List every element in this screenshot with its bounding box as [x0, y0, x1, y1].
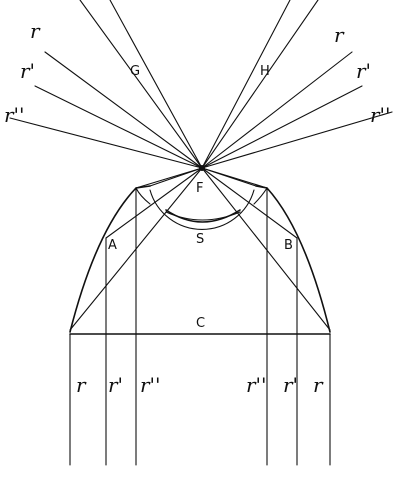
label-g: G	[130, 64, 140, 79]
label-h: H	[260, 64, 270, 79]
ray-line-h	[201, 0, 291, 169]
ray-label-bottom-3: r''	[140, 373, 161, 397]
ray-label-upper-left-r1: r'	[20, 59, 35, 83]
ray-label-bottom-6: r	[313, 373, 324, 397]
label-f: F	[196, 181, 203, 196]
reflector-left-wall	[69, 185, 151, 333]
sphere-arc-hatch	[165, 211, 241, 221]
ray-line	[105, 167, 203, 239]
ray-label-upper-right-r: r	[334, 23, 345, 47]
label-c: C	[196, 316, 205, 331]
reflector-left-lip	[135, 187, 151, 205]
ray-label-bottom-4: r''	[246, 373, 267, 397]
ray-label-bottom-5: r'	[283, 373, 298, 397]
reflected-parallel-rays	[69, 187, 331, 466]
sphere-arc-outer	[149, 189, 255, 230]
ray-line	[201, 167, 331, 331]
ray-line	[34, 85, 203, 169]
ray-label-bottom-2: r'	[108, 373, 123, 397]
ray-line	[201, 0, 319, 169]
focal-point-dot	[199, 165, 205, 171]
ray-line	[149, 167, 203, 187]
label-a: A	[108, 238, 117, 253]
reflector-right-lip	[253, 187, 268, 205]
lower-ray-fan	[69, 167, 331, 331]
reflector	[69, 185, 331, 335]
ray-label-upper-left-r2: r''	[4, 103, 25, 127]
ray-line	[201, 111, 393, 169]
ray-line	[44, 51, 203, 169]
upper-ray-fan	[9, 0, 393, 169]
ray-line	[9, 117, 203, 169]
ray-line-g	[109, 0, 203, 169]
label-s: S	[196, 232, 204, 247]
spherical-mirror-s	[149, 189, 255, 230]
ray-label-upper-right-r2: r''	[370, 103, 391, 127]
reflector-right-wall	[255, 185, 331, 333]
ray-line	[201, 85, 363, 169]
ray-label-bottom-1: r	[76, 373, 87, 397]
ray-line	[201, 167, 298, 239]
ray-line	[201, 167, 257, 187]
ray-line	[201, 51, 353, 169]
ray-line	[79, 0, 203, 169]
ray-label-upper-right-r1: r'	[356, 59, 371, 83]
label-b: B	[284, 238, 293, 253]
ray-label-upper-left-r: r	[30, 19, 41, 43]
